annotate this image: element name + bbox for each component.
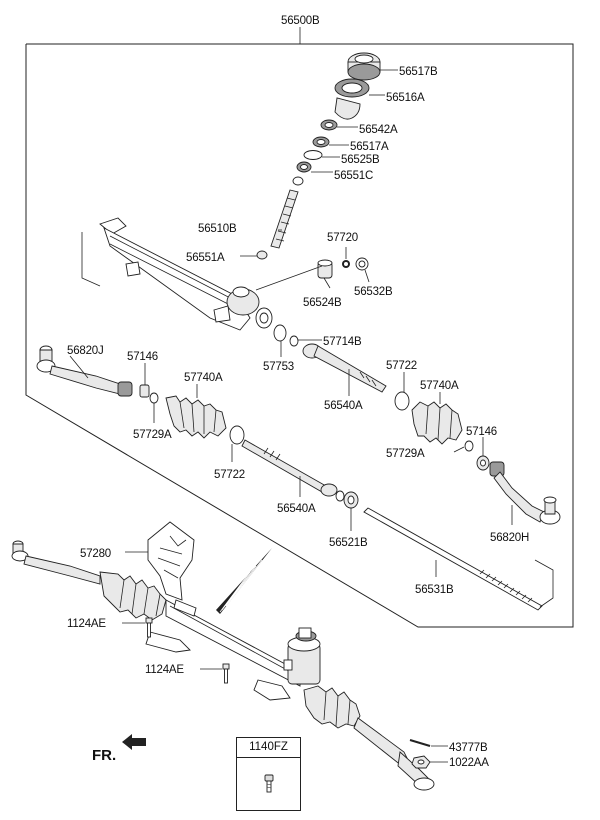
label-56521B: 56521B	[329, 537, 368, 549]
label-57146-right: 57146	[466, 426, 497, 438]
part-56510B	[270, 189, 299, 249]
label-57740A-left: 57740A	[184, 372, 223, 384]
part-57729A-left	[149, 392, 159, 404]
label-1124AE-upper: 1124AE	[67, 618, 106, 630]
part-56521B	[335, 490, 359, 509]
label-56516A: 56516A	[386, 92, 425, 104]
label-56531B: 56531B	[415, 584, 454, 596]
part-1124AE-lower	[222, 663, 230, 684]
label-1022AA: 1022AA	[449, 757, 489, 769]
part-57740A-left	[165, 395, 227, 439]
front-direction-label: FR.	[92, 747, 117, 764]
label-1124AE-lower: 1124AE	[145, 664, 184, 676]
part-57714B	[289, 335, 299, 347]
part-57146-left	[139, 384, 150, 398]
label-43777B: 43777B	[449, 742, 488, 754]
part-57280	[147, 521, 195, 601]
part-57729A-right	[453, 440, 474, 453]
label-56524B: 56524B	[303, 297, 342, 309]
inset-part-number: 1140FZ	[237, 738, 300, 758]
label-56500B: 56500B	[281, 15, 320, 27]
bolt-icon	[264, 774, 274, 793]
label-56551C: 56551C	[334, 170, 373, 182]
label-57720: 57720	[327, 232, 358, 244]
inset-part-box: 1140FZ	[236, 737, 301, 811]
part-56524B	[317, 259, 333, 279]
part-1124AE-upper	[145, 617, 153, 638]
label-56540A-bottom: 56540A	[277, 503, 316, 515]
part-1022AA	[411, 755, 431, 769]
part-56517A	[312, 136, 330, 148]
front-direction-arrow-icon	[122, 734, 146, 750]
label-57722-right: 57722	[386, 360, 417, 372]
part-56820H	[489, 461, 561, 525]
label-56820H: 56820H	[490, 532, 529, 544]
part-57753	[273, 324, 287, 342]
part-56820J	[36, 345, 133, 397]
label-56532B: 56532B	[354, 286, 393, 298]
part-56540A-upper	[302, 343, 387, 393]
label-56517B: 56517B	[399, 66, 438, 78]
part-57740A-right	[411, 401, 463, 445]
part-57146-right	[476, 455, 490, 471]
part-57722-left	[229, 425, 245, 445]
label-56510B: 56510B	[198, 223, 237, 235]
part-56551C	[292, 161, 312, 186]
assembled-steering-gear	[11, 540, 435, 791]
part-43777B	[409, 739, 431, 747]
label-56525B: 56525B	[341, 154, 380, 166]
label-57722-left: 57722	[214, 469, 245, 481]
label-57146-left: 57146	[127, 351, 158, 363]
part-57722-right	[394, 391, 410, 411]
part-56517B	[347, 52, 381, 81]
part-rack-housing	[81, 217, 323, 331]
part-56551A	[256, 250, 268, 260]
label-57280: 57280	[80, 548, 111, 560]
explode-direction-arrow	[216, 548, 272, 614]
label-56517A: 56517A	[350, 141, 389, 153]
assembly-frame	[25, 43, 574, 628]
label-57714B: 57714B	[323, 336, 362, 348]
part-57720	[342, 260, 350, 268]
label-57740A-right: 57740A	[420, 380, 459, 392]
part-56531B	[363, 507, 554, 611]
part-56542A	[320, 119, 338, 131]
label-57729A-left: 57729A	[133, 429, 172, 441]
label-57729A-right: 57729A	[386, 448, 425, 460]
label-56542A: 56542A	[359, 124, 398, 136]
label-56551A: 56551A	[186, 252, 225, 264]
label-57753: 57753	[263, 361, 294, 373]
label-56540A-top: 56540A	[324, 400, 363, 412]
label-56820J: 56820J	[67, 345, 104, 357]
part-56516A	[334, 78, 370, 120]
part-56532B	[355, 257, 369, 271]
part-56525B	[303, 150, 323, 160]
part-56540A-lower	[241, 439, 338, 497]
